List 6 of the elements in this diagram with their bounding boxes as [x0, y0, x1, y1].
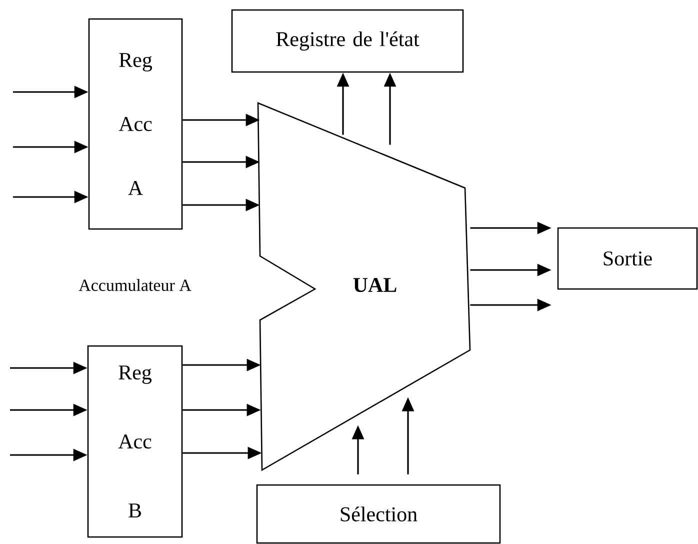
output-box: Sortie: [557, 227, 698, 290]
selection-box: Sélection: [256, 484, 501, 544]
register-box: Reg Acc A: [88, 18, 183, 230]
register-box: Registre de l'état: [231, 9, 464, 73]
register-box: Reg Acc B: [87, 345, 183, 538]
block-label: Accumulateur A: [78, 279, 192, 291]
